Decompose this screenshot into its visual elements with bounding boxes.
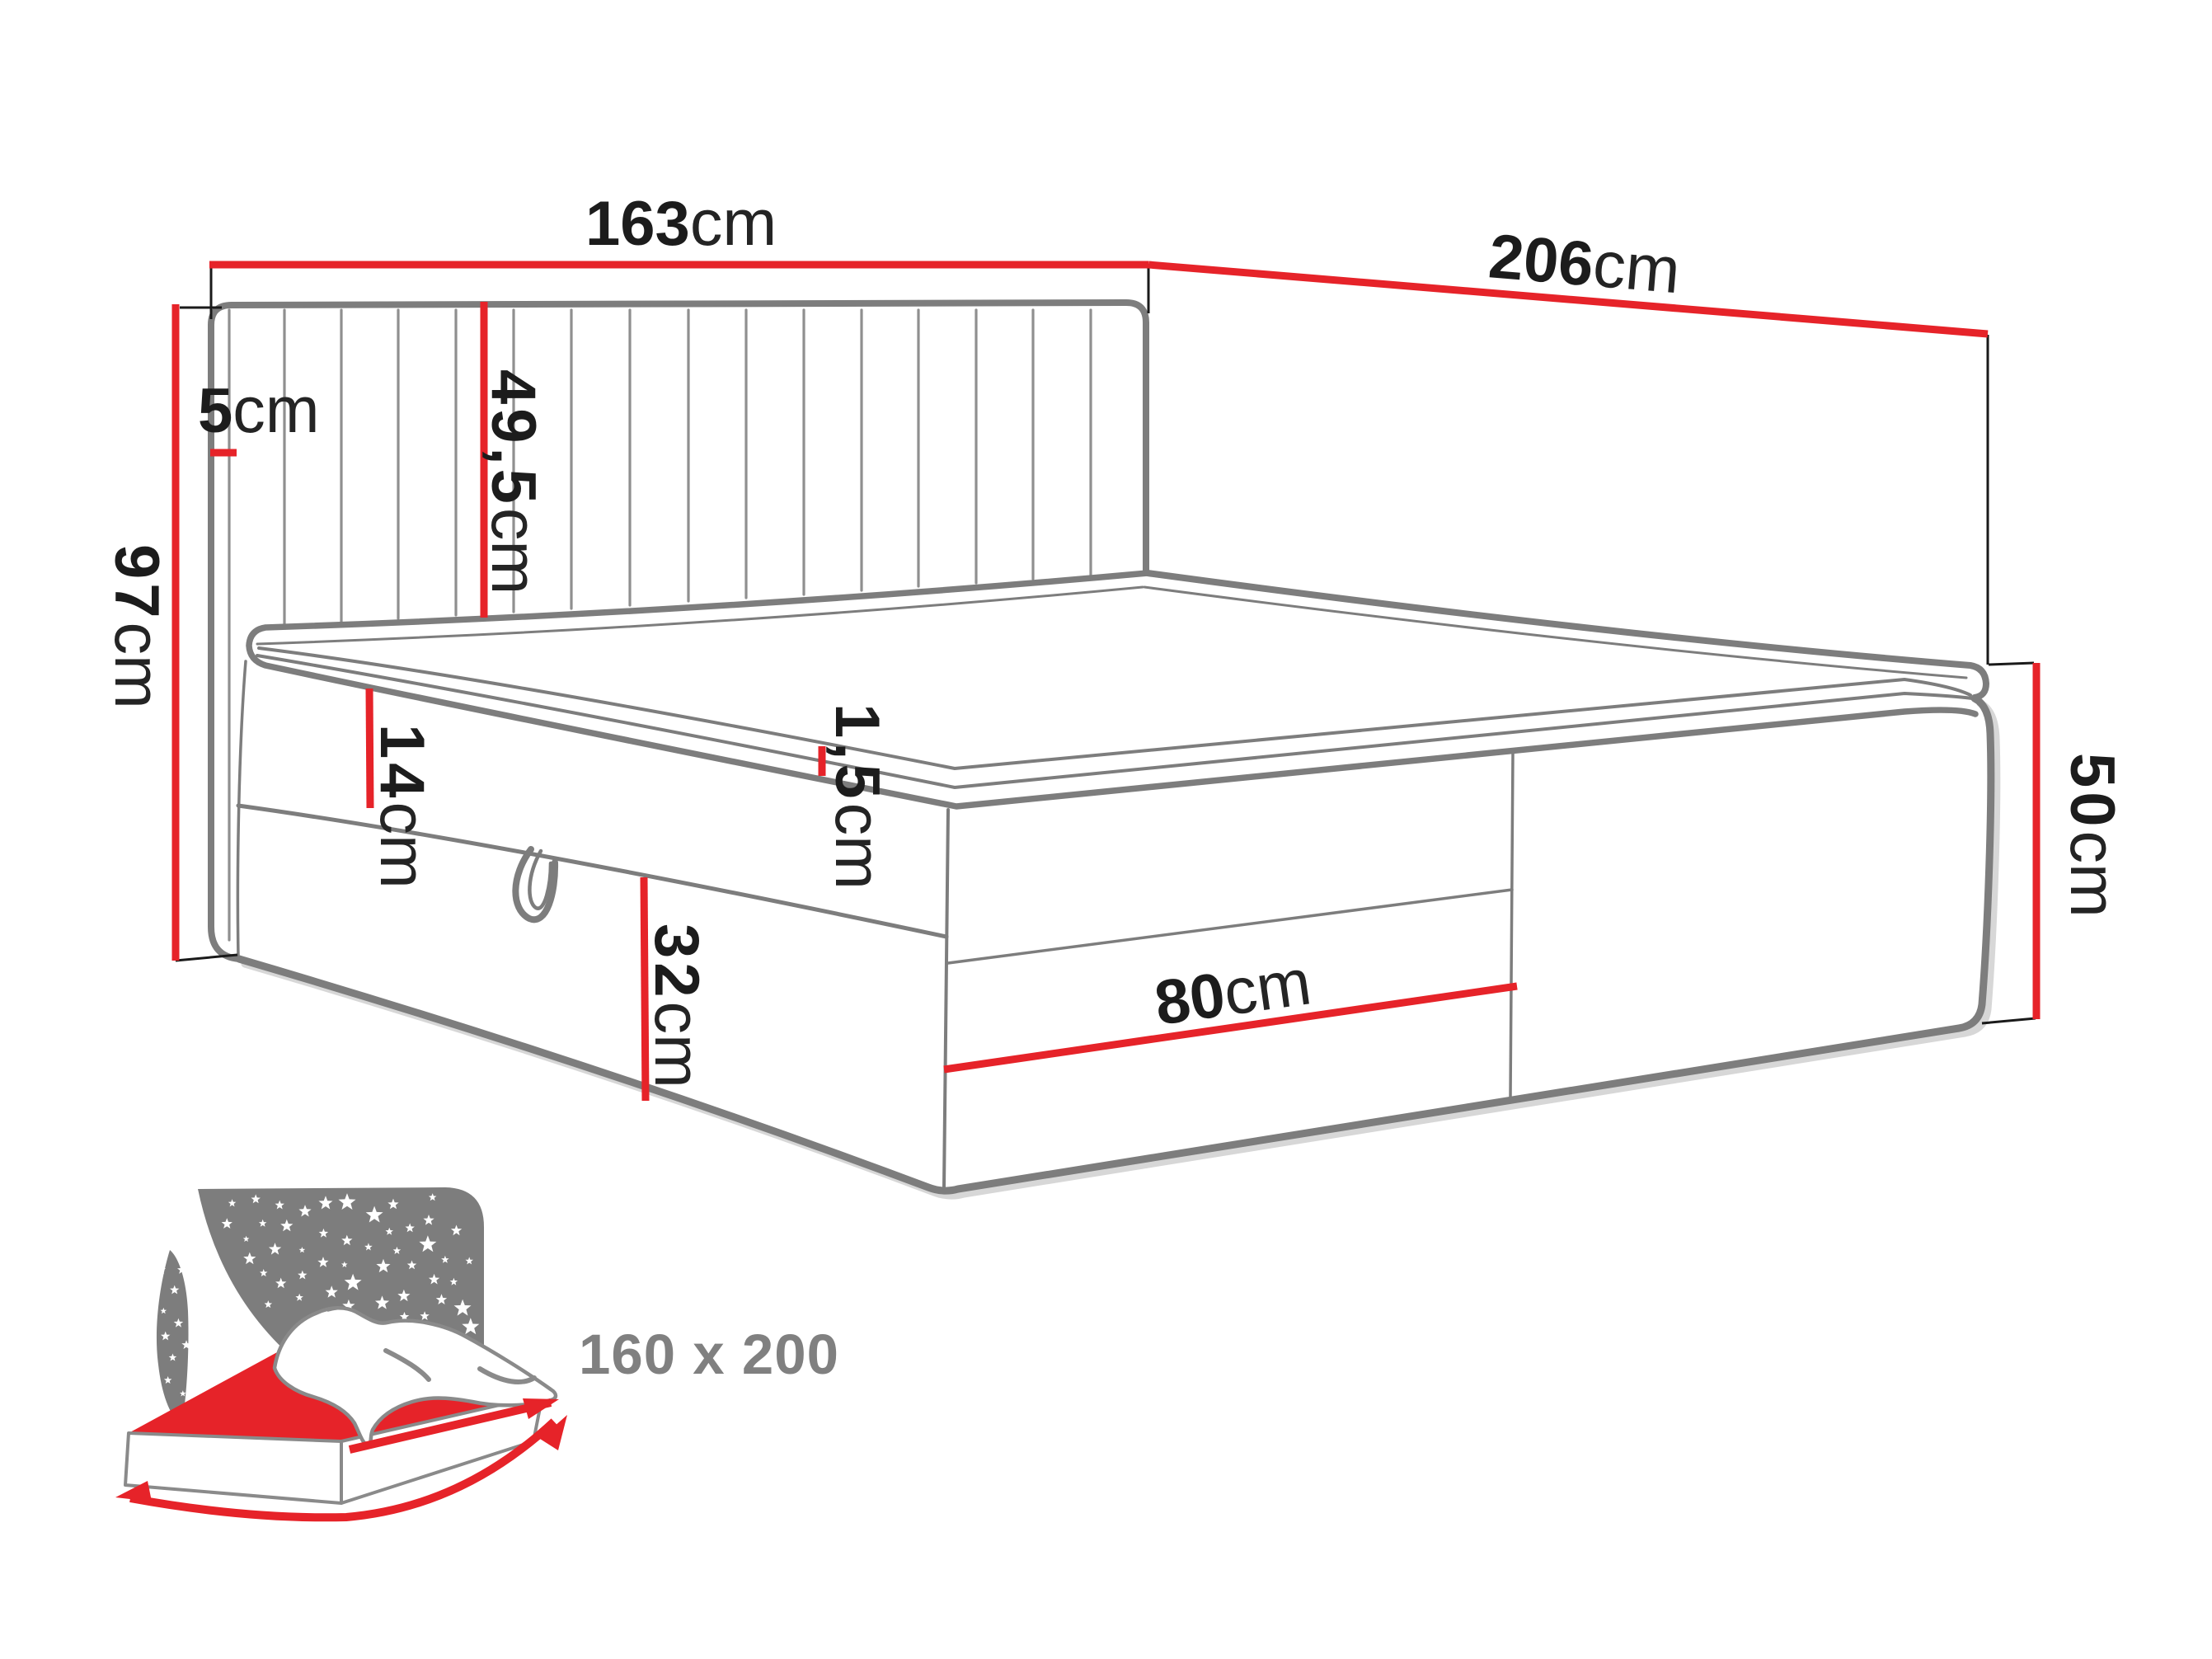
svg-text:80cm: 80cm (1150, 944, 1315, 1039)
svg-text:97cm: 97cm (101, 544, 175, 709)
svg-text:14cm: 14cm (367, 724, 440, 889)
svg-text:50cm: 50cm (2057, 753, 2130, 918)
svg-text:5cm: 5cm (198, 373, 320, 446)
svg-text:163cm: 163cm (585, 186, 777, 259)
svg-text:160 x 200: 160 x 200 (579, 1323, 839, 1386)
svg-text:49,5cm: 49,5cm (478, 369, 552, 595)
svg-text:1,5cm: 1,5cm (822, 703, 895, 890)
svg-text:206cm: 206cm (1486, 218, 1684, 307)
svg-text:32cm: 32cm (641, 923, 715, 1088)
